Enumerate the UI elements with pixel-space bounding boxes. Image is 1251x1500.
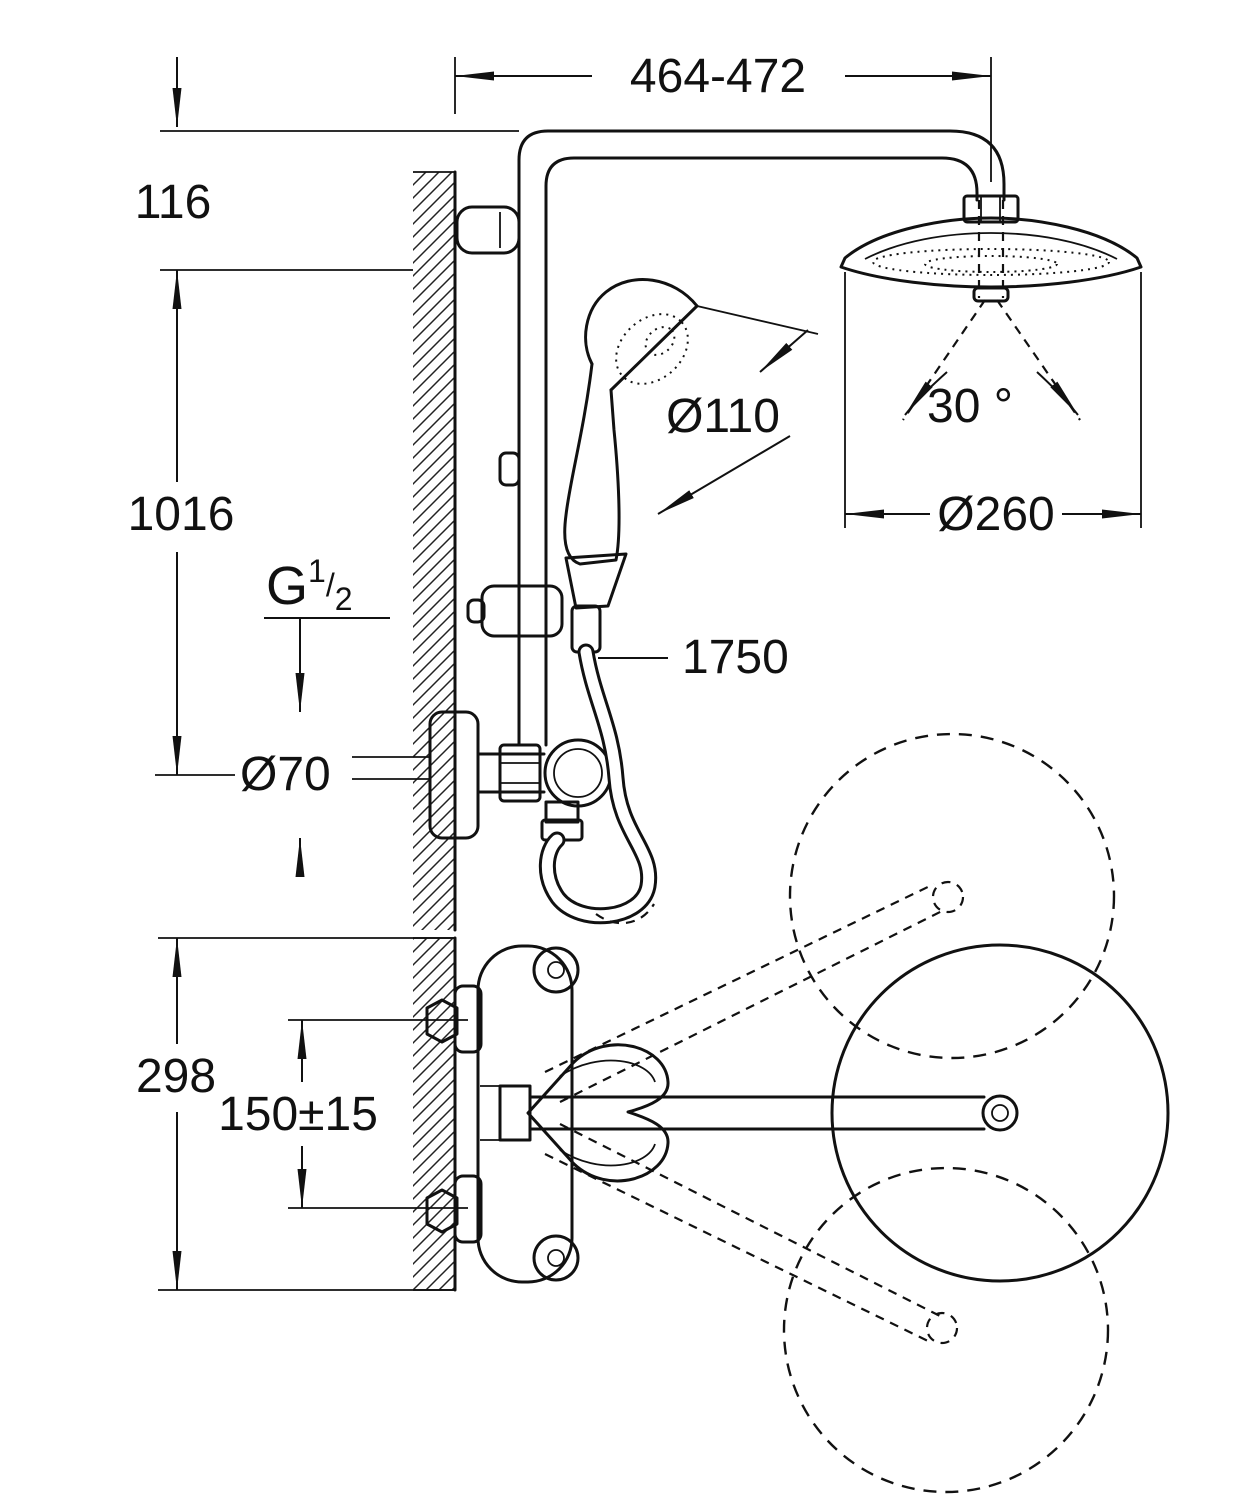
dim-column-height: 1016: [128, 488, 235, 541]
dimension-annotations: 464-472 116 1016 G1/2 Ø70 Ø110 30 °: [128, 50, 1142, 1291]
dim-width-range: 464-472: [630, 50, 806, 103]
dim-inlet-spacing: 150±15: [218, 1088, 378, 1141]
dim-top-offset: 116: [135, 176, 212, 229]
head-shower: [839, 194, 1143, 303]
dim-hose-length: 1750: [682, 631, 789, 684]
dim-headshower-diameter: Ø260: [937, 488, 1054, 541]
shower-hose: [538, 643, 658, 925]
plan-view: [413, 732, 1170, 1494]
dim-depth: 298: [136, 1050, 216, 1103]
wall-elevation: [413, 170, 457, 932]
dim-thread: G1/2: [266, 553, 353, 617]
dim-handshower-diameter: Ø110: [666, 390, 780, 443]
shower-arm-plan: [528, 1094, 1019, 1132]
swivel-range-dashed: [544, 732, 1116, 1494]
dim-escutcheon-diameter: Ø70: [240, 748, 331, 801]
head-shower-plan: [830, 943, 1170, 1283]
hand-shower: [563, 278, 699, 566]
valve-plan: [425, 944, 580, 1284]
wall-plan: [413, 936, 457, 1292]
hand-shower-plan: [526, 1043, 670, 1183]
dim-swivel-angle: 30 °: [927, 380, 1013, 433]
